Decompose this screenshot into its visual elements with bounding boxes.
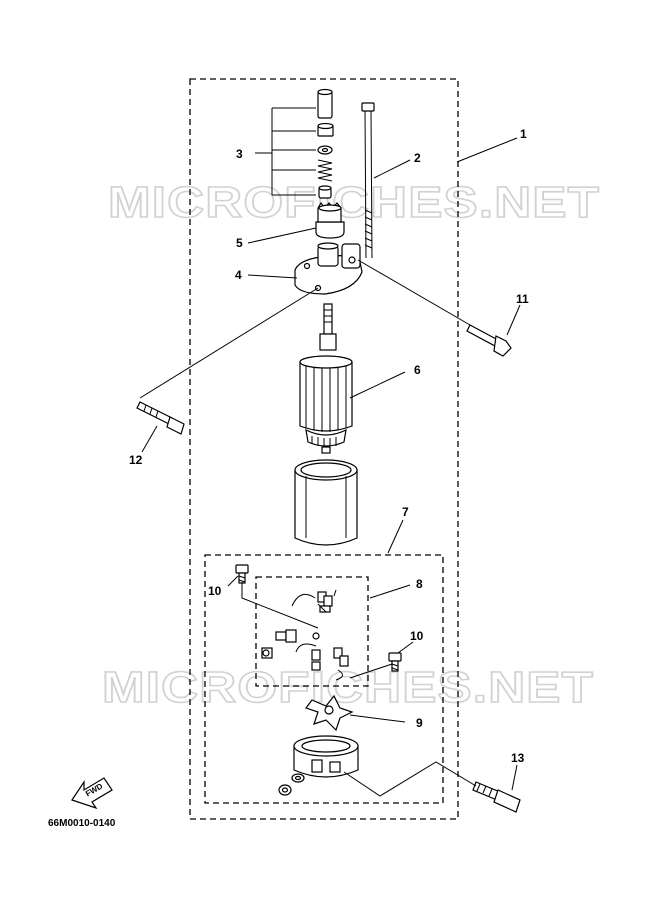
- assembly-box-lower: [204, 554, 444, 804]
- leader-lines: [139, 137, 521, 797]
- callout-13: 13: [511, 751, 525, 765]
- callout-3-bracket: [255, 107, 316, 196]
- fwd-arrow-icon: FWD: [71, 777, 113, 810]
- callout-7: 7: [402, 505, 409, 519]
- yoke-housing: [294, 459, 358, 546]
- brush-holder: [261, 589, 349, 681]
- callout-11: 11: [516, 292, 529, 306]
- callout-10-right: 10: [410, 629, 424, 643]
- watermark-top: MICROFICHES.NET: [108, 178, 600, 227]
- brush-plate: [305, 694, 354, 732]
- watermark-bottom: MICROFICHES.NET: [102, 663, 594, 712]
- through-bolt: [361, 102, 375, 259]
- callout-12: 12: [129, 453, 143, 467]
- screw-10-left: [235, 564, 249, 584]
- armature: [299, 303, 353, 454]
- front-cover: [294, 242, 363, 295]
- callout-10-left: 10: [208, 584, 222, 598]
- diagram-code: 66M0010-0140: [48, 818, 116, 829]
- callout-6: 6: [414, 363, 421, 377]
- screw-10-right: [388, 652, 402, 672]
- callout-2: 2: [414, 151, 421, 165]
- callout-3: 3: [236, 147, 243, 161]
- assembly-box-outer: [189, 78, 459, 820]
- assembly-box-brush: [255, 576, 369, 687]
- stud-13: [472, 781, 521, 813]
- pinion-gear: [315, 201, 345, 239]
- callout-1: 1: [520, 127, 527, 141]
- callout-8: 8: [416, 577, 423, 591]
- pinion-stop-kit: [317, 88, 334, 199]
- callout-4: 4: [235, 268, 242, 282]
- callout-9: 9: [416, 716, 423, 730]
- stud-bolt-12: [136, 401, 185, 435]
- callout-5: 5: [236, 236, 243, 250]
- rear-cover: [278, 735, 359, 796]
- bolt-11: [466, 324, 512, 357]
